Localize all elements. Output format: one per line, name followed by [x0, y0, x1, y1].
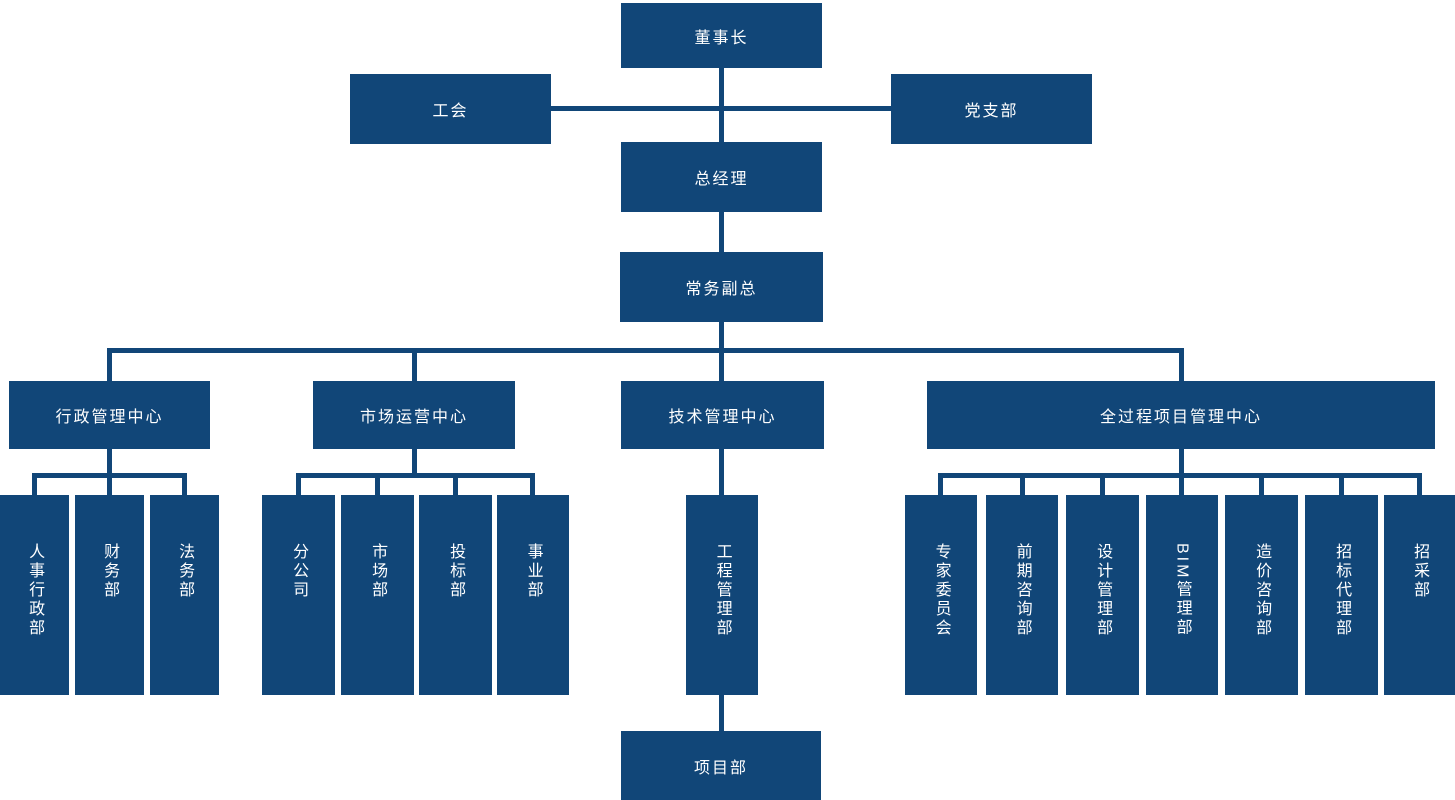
connector-drop-cost-consulting: [1259, 478, 1264, 495]
connector-drop-finance: [107, 478, 112, 495]
node-bid-dept: 投标部: [419, 495, 492, 695]
connector-drop-branch-company: [296, 478, 301, 495]
connector-admin-children-rail: [32, 473, 187, 478]
node-party-branch: 党支部: [891, 74, 1092, 144]
connector-rail-market-center: [412, 353, 417, 381]
node-tech-mgmt-center: 技术管理中心: [621, 381, 824, 449]
node-finance-dept-label: 财务部: [101, 543, 119, 600]
node-chairman-label: 董事长: [694, 29, 749, 47]
connector-wppm-center-stub: [1179, 449, 1184, 473]
node-design-mgmt-dept: 设计管理部: [1066, 495, 1139, 695]
node-tech-mgmt-center-label: 技术管理中心: [668, 409, 777, 426]
node-bid-agency-dept-label: 招标代理部: [1333, 543, 1351, 638]
connector-admin-center-stub: [107, 449, 112, 473]
node-admin-mgmt-center: 行政管理中心: [9, 381, 210, 449]
connector-rail-admin-center: [107, 353, 112, 381]
node-cost-consulting-dept-label: 造价咨询部: [1253, 543, 1271, 638]
node-expert-committee-label: 专家委员会: [932, 543, 950, 638]
connector-market-children-rail: [296, 473, 535, 478]
node-chairman: 董事长: [621, 3, 822, 68]
connector-drop-design-mgmt: [1100, 478, 1105, 495]
connector-rail-wppm-center: [1179, 353, 1184, 381]
node-finance-dept: 财务部: [75, 495, 144, 695]
node-marketing-dept-label: 市场部: [369, 543, 387, 600]
node-design-mgmt-dept-label: 设计管理部: [1094, 543, 1112, 638]
connector-tech-center-engineering: [719, 449, 724, 495]
node-bim-mgmt-dept-label: BIM管理部: [1173, 543, 1191, 638]
connector-drop-bid-agency: [1339, 478, 1344, 495]
connector-market-center-stub: [412, 449, 417, 473]
connector-drop-procurement: [1417, 478, 1422, 495]
node-business-dept: 事业部: [497, 495, 569, 695]
node-cost-consulting-dept: 造价咨询部: [1225, 495, 1298, 695]
node-bid-dept-label: 投标部: [447, 543, 465, 600]
connector-drop-hr-admin: [32, 478, 37, 495]
connector-drop-bim-mgmt: [1179, 478, 1184, 495]
connector-drop-business: [530, 478, 535, 495]
node-party-branch-label: 党支部: [964, 103, 1019, 120]
node-general-manager-label: 总经理: [694, 171, 749, 188]
connector-drop-legal: [182, 478, 187, 495]
connector-union-party-branch: [551, 106, 891, 111]
node-whole-process-project-mgmt-center: 全过程项目管理中心: [927, 381, 1435, 449]
node-engineering-mgmt-dept-label: 工程管理部: [713, 543, 731, 638]
node-executive-deputy-gm: 常务副总: [620, 252, 823, 322]
connector-drop-expert-committee: [938, 478, 943, 495]
node-bid-agency-dept: 招标代理部: [1305, 495, 1378, 695]
node-project-dept: 项目部: [621, 731, 821, 800]
node-whole-process-project-mgmt-center-label: 全过程项目管理中心: [1099, 409, 1262, 426]
node-executive-deputy-gm-label: 常务副总: [685, 281, 758, 298]
connector-engineering-project-dept: [719, 695, 724, 731]
node-legal-dept-label: 法务部: [176, 543, 194, 600]
node-market-operations-center: 市场运营中心: [313, 381, 515, 449]
node-expert-committee: 专家委员会: [905, 495, 977, 695]
node-legal-dept: 法务部: [150, 495, 219, 695]
node-engineering-mgmt-dept: 工程管理部: [686, 495, 758, 695]
node-preliminary-consulting-dept: 前期咨询部: [986, 495, 1058, 695]
node-bim-mgmt-dept: BIM管理部: [1146, 495, 1218, 695]
node-labor-union: 工会: [350, 74, 551, 144]
node-hr-admin-dept: 人事行政部: [0, 495, 69, 695]
node-hr-admin-dept-label: 人事行政部: [26, 543, 44, 638]
connector-chairman-general-manager: [719, 68, 724, 142]
connector-centers-rail: [107, 348, 1184, 353]
node-marketing-dept: 市场部: [341, 495, 414, 695]
connector-wppm-children-rail: [938, 473, 1422, 478]
node-procurement-dept: 招采部: [1384, 495, 1455, 695]
node-labor-union-label: 工会: [432, 103, 469, 120]
node-branch-company: 分公司: [262, 495, 335, 695]
node-branch-company-label: 分公司: [290, 543, 308, 600]
node-procurement-dept-label: 招采部: [1411, 543, 1429, 600]
node-business-dept-label: 事业部: [524, 543, 542, 600]
node-project-dept-label: 项目部: [693, 759, 748, 777]
connector-drop-bidding: [453, 478, 458, 495]
node-market-operations-center-label: 市场运营中心: [359, 409, 468, 426]
connector-drop-preliminary-consulting: [1020, 478, 1025, 495]
connector-drop-marketing: [375, 478, 380, 495]
connector-general-manager-deputy: [719, 212, 724, 252]
node-admin-mgmt-center-label: 行政管理中心: [55, 409, 164, 426]
node-general-manager: 总经理: [621, 142, 822, 212]
node-preliminary-consulting-dept-label: 前期咨询部: [1013, 543, 1031, 638]
